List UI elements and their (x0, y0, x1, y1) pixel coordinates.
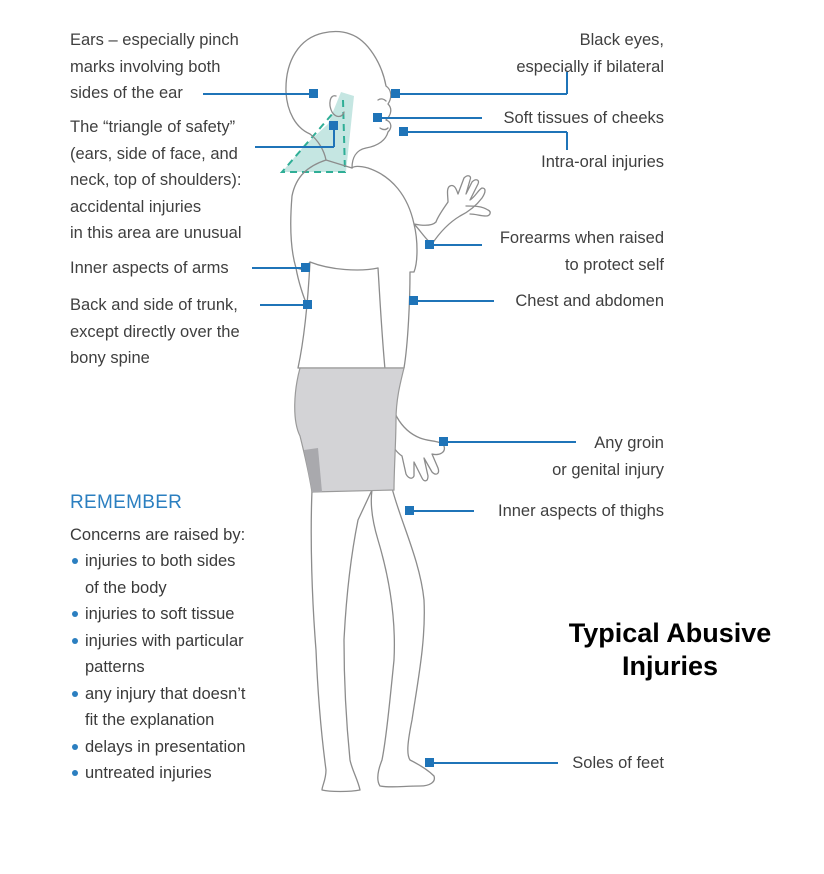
left-leg-outline (310, 489, 373, 793)
label-groin: Any groin or genital injury (552, 430, 664, 483)
bullet-icon (72, 743, 78, 750)
shorts (294, 367, 405, 493)
label-ears-line-3: sides of the ear (70, 84, 183, 102)
label-intra-oral: Intra-oral injuries (541, 149, 664, 176)
ear-outline (329, 95, 345, 118)
right-leg-outline (370, 487, 436, 788)
remember-item: untreated injuries (70, 760, 246, 787)
label-ears: Ears – especially pinch marks involving … (70, 27, 239, 107)
label-triangle-line-3: neck, top of shoulders): (70, 171, 242, 189)
label-cheeks-line-1: Soft tissues of cheeks (503, 109, 665, 127)
label-back-trunk-line-2: except directly over the (70, 322, 240, 341)
triangle-of-safety-edge (279, 99, 347, 173)
label-ears-line-2: marks involving both (70, 57, 221, 76)
bullet-icon (72, 690, 78, 697)
label-inner-arms: Inner aspects of arms (70, 255, 229, 282)
label-thighs-line-1: Inner aspects of thighs (497, 502, 664, 520)
bullet-icon (72, 770, 78, 776)
eye-outline (377, 98, 387, 102)
remember-item: delays in presentation (70, 734, 246, 761)
sleeve-edge (309, 261, 379, 271)
label-inner-arms-line-1: Inner aspects of arms (70, 259, 229, 277)
label-back-trunk: Back and side of trunk, except directly … (70, 292, 240, 372)
label-groin-line-2: or genital injury (552, 460, 664, 479)
remember-title: REMEMBER (70, 492, 183, 513)
bullet-icon (72, 637, 78, 644)
label-triangle-line-4: accidental injuries (70, 197, 202, 216)
label-black-eyes-line-2: especially if bilateral (516, 57, 664, 76)
label-back-trunk-line-3: bony spine (70, 349, 150, 367)
label-inner-thighs: Inner aspects of thighs (498, 498, 664, 525)
label-chest-abdomen: Chest and abdomen (515, 288, 664, 315)
caption-line-2: Injuries (621, 651, 719, 681)
label-forearms-line-2: to protect self (564, 255, 664, 274)
label-groin-line-1: Any groin (594, 434, 664, 452)
mouth-outline (379, 127, 389, 131)
forearm-outline (413, 175, 486, 245)
head-outline (285, 30, 392, 169)
label-triangle-line-1: The “triangle of safety” (70, 118, 236, 136)
caption-line-1: Typical Abusive (568, 618, 772, 648)
shirt-outline (290, 159, 418, 369)
label-forearms-line-1: Forearms when raised (499, 229, 664, 247)
label-forearms: Forearms when raised to protect self (500, 225, 664, 278)
label-triangle-line-5: in this area are unusual (70, 224, 242, 242)
hand-fingers (465, 205, 491, 217)
label-cheeks: Soft tissues of cheeks (504, 105, 665, 132)
label-soles: Soles of feet (572, 750, 664, 777)
label-black-eyes: Black eyes, especially if bilateral (516, 27, 664, 80)
shorts-side-panel (304, 448, 322, 492)
label-triangle-of-safety: The “triangle of safety” (ears, side of … (70, 114, 242, 247)
remember-intro: Concerns are raised by: (70, 526, 246, 544)
label-back-trunk-line-1: Back and side of trunk, (70, 296, 238, 314)
figure-caption: Typical Abusive Injuries (548, 617, 792, 683)
label-chest-line-1: Chest and abdomen (515, 292, 664, 310)
bullet-icon (72, 611, 78, 617)
remember-item: injuries to soft tissue (70, 601, 246, 628)
bullet-icon (72, 558, 78, 564)
label-intra-oral-line-1: Intra-oral injuries (541, 153, 664, 171)
label-black-eyes-line-1: Black eyes, (579, 31, 664, 49)
label-ears-line-1: Ears – especially pinch (70, 31, 239, 49)
label-triangle-line-2: (ears, side of face, and (70, 144, 238, 163)
label-soles-line-1: Soles of feet (572, 754, 664, 772)
